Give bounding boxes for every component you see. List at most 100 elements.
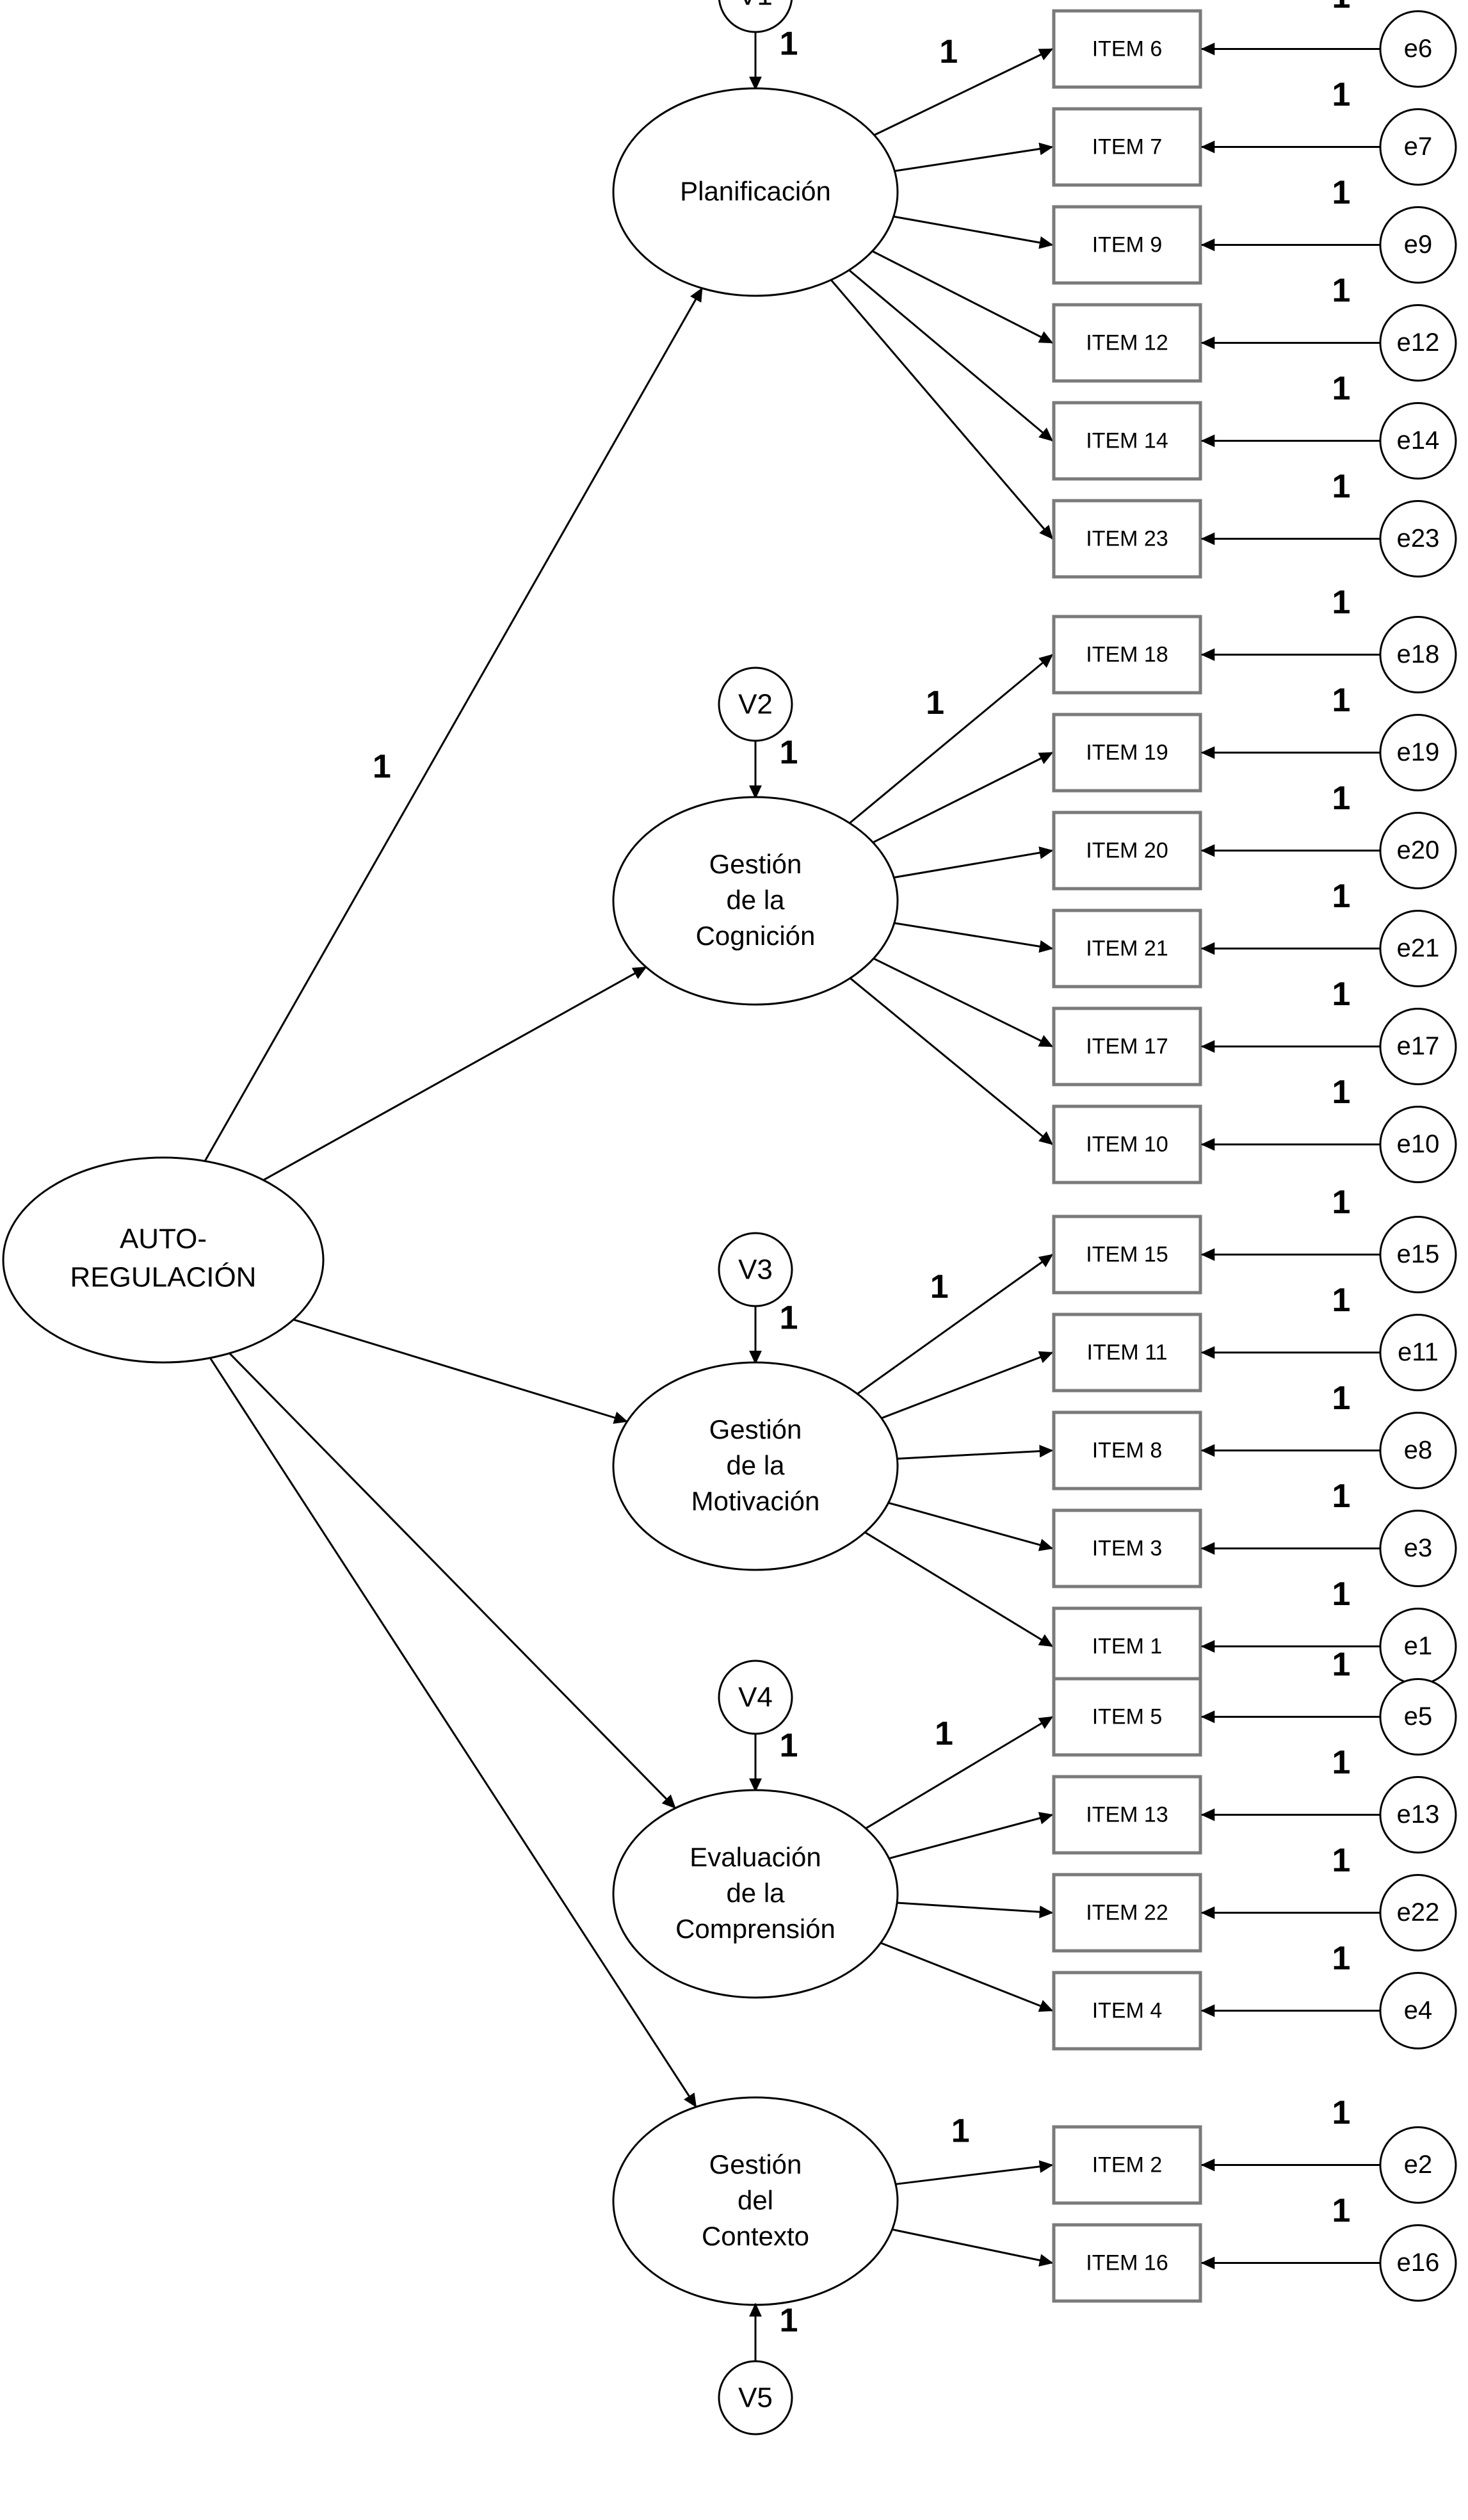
item-box[interactable] [1052,1312,1202,1393]
loading-path-planificacion-0 [873,48,1054,136]
error-label-e6: e6 [1404,35,1433,63]
structural-path-evaluacion-comprension [229,1352,677,1809]
item-box[interactable] [1052,713,1202,793]
error-circle-e14[interactable] [1379,402,1457,480]
factor-label-gestion-cognicion: Gestión [709,849,802,879]
item-label: ITEM 20 [1086,838,1168,862]
item-box[interactable] [1052,1775,1202,1855]
item-box[interactable] [1052,1410,1202,1490]
error-label-e18: e18 [1397,640,1440,668]
disturbance-circle-V5 [718,2360,793,2435]
item-box[interactable] [1052,205,1202,285]
loading-path-gestion-cognicion-4 [873,957,1054,1047]
item-box[interactable] [1052,1508,1202,1588]
error-circle-e15[interactable] [1379,1216,1457,1293]
error-label-e1: e1 [1404,1632,1433,1660]
factor-label-gestion-motivacion: Gestión [709,1414,802,1444]
item-label: ITEM 23 [1086,526,1168,551]
item-box[interactable] [1052,2125,1202,2205]
error-coefficient-e8: 1 [1332,1380,1351,1417]
error-circle-e4[interactable] [1379,1972,1457,2049]
error-circle-e18[interactable] [1379,616,1457,693]
loading-path-gestion-motivacion-1 [881,1351,1054,1419]
error-coefficient-e10: 1 [1332,1074,1351,1111]
item-box[interactable] [1052,499,1202,579]
error-circle-e19[interactable] [1379,714,1457,791]
item-box[interactable] [1052,1006,1202,1086]
error-coefficient-e14: 1 [1332,370,1351,407]
item-box[interactable] [1052,1971,1202,2051]
disturbance-coefficient-V3: 1 [780,1300,798,1337]
error-label-e17: e17 [1397,1032,1440,1060]
error-circle-e3[interactable] [1379,1510,1457,1587]
item-label: ITEM 17 [1086,1034,1168,1058]
loading-path-gestion-contexto-1 [892,2228,1054,2267]
item-box[interactable] [1052,1677,1202,1757]
item-label: ITEM 22 [1086,1900,1168,1925]
item-box[interactable] [1052,811,1202,891]
error-circle-e23[interactable] [1379,500,1457,578]
error-circle-e12[interactable] [1379,304,1457,382]
disturbance-coefficient-V5: 1 [780,2302,798,2339]
root-label-line2: REGULACIÓN [70,1262,257,1293]
error-label-e10: e10 [1397,1130,1440,1158]
factor-label-gestion-contexto: Contexto [702,2221,809,2251]
item-box[interactable] [1052,303,1202,383]
item-label: ITEM 19 [1086,740,1168,764]
error-circle-e9[interactable] [1379,206,1457,284]
error-circle-e13[interactable] [1379,1776,1457,1854]
item-label: ITEM 3 [1092,1536,1163,1560]
error-label-e16: e16 [1397,2249,1440,2277]
error-circle-e10[interactable] [1379,1106,1457,1183]
error-circle-e21[interactable] [1379,910,1457,987]
factor-ellipse-evaluacion-comprension[interactable] [612,1789,899,1999]
factor-ellipse-gestion-cognicion[interactable] [612,796,899,1006]
error-circle-e11[interactable] [1379,1314,1457,1391]
root-ellipse-autoregulacion[interactable] [2,1156,325,1364]
error-circle-e7[interactable] [1379,108,1457,186]
factor-label-evaluacion-comprension: Evaluación [690,1842,821,1872]
error-label-e9: e9 [1404,230,1433,259]
error-coefficient-e1: 1 [1332,1576,1351,1613]
loading-path-planificacion-2 [893,215,1054,249]
loading-path-evaluacion-comprension-3 [880,1942,1054,2012]
item-box[interactable] [1052,1873,1202,1953]
loading-path-gestion-cognicion-2 [894,846,1054,879]
error-circle-e6[interactable] [1379,10,1457,88]
error-circle-e20[interactable] [1379,812,1457,889]
item-box[interactable] [1052,9,1202,89]
error-coefficient-e9: 1 [1332,174,1351,211]
factor-ellipse-planificacion[interactable] [612,87,899,297]
item-box[interactable] [1052,1215,1202,1295]
error-coefficient-e17: 1 [1332,976,1351,1013]
structural-path-planificacion [204,287,704,1162]
loading-path-planificacion-5 [830,279,1054,540]
item-box[interactable] [1052,615,1202,695]
loading-coefficient-gestion-cognicion: 1 [926,684,944,722]
error-circle-e5[interactable] [1379,1678,1457,1756]
item-box[interactable] [1052,401,1202,481]
loading-coefficient-planificacion: 1 [939,33,958,70]
error-circle-e8[interactable] [1379,1412,1457,1489]
error-coefficient-e23: 1 [1332,468,1351,505]
item-box[interactable] [1052,2223,1202,2303]
loading-coefficient-gestion-contexto: 1 [951,2113,970,2150]
item-box[interactable] [1052,909,1202,989]
item-label: ITEM 15 [1086,1242,1168,1266]
loading-path-gestion-cognicion-3 [894,922,1054,953]
error-label-e20: e20 [1397,836,1440,864]
structural-path-gestion-contexto [209,1357,697,2108]
item-box[interactable] [1052,1104,1202,1184]
disturbance-label-V3: V3 [738,1254,773,1286]
disturbance-label-V1: V1 [738,0,773,12]
item-label: ITEM 16 [1086,2250,1168,2275]
error-coefficient-e18: 1 [1332,584,1351,621]
loading-path-gestion-motivacion-4 [864,1531,1054,1647]
error-circle-e22[interactable] [1379,1874,1457,1951]
error-circle-e17[interactable] [1379,1008,1457,1085]
error-circle-e2[interactable] [1379,2126,1457,2204]
item-box[interactable] [1052,107,1202,187]
factor-ellipse-gestion-motivacion[interactable] [612,1361,899,1571]
error-circle-e16[interactable] [1379,2224,1457,2302]
disturbance-label-V5: V5 [738,2382,773,2414]
